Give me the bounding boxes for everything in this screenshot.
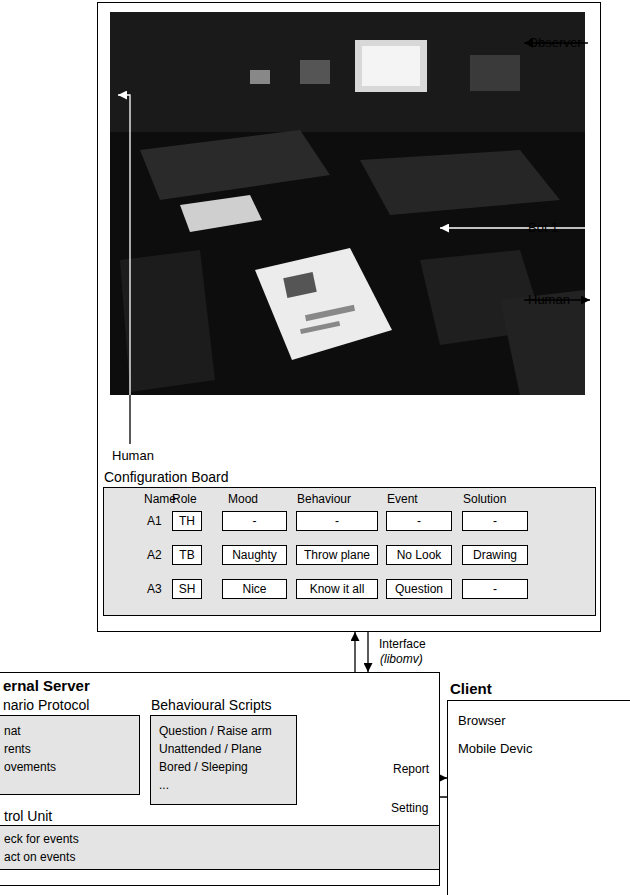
table-header: Mood xyxy=(228,492,258,506)
callout-lines xyxy=(118,43,590,444)
table-header: A3 xyxy=(147,582,162,596)
table-header: Solution xyxy=(463,492,506,506)
connector-arrow xyxy=(354,632,355,672)
callout-label: Bot 1 xyxy=(528,220,558,236)
node-text: rents xyxy=(4,742,31,756)
edge-label: Setting xyxy=(390,801,429,815)
node-heading: nario Protocol xyxy=(3,697,89,714)
table-cell: Drawing xyxy=(462,545,528,565)
client-box: ClientBrowserMobile Devic xyxy=(447,700,630,895)
node-text: Browser xyxy=(458,713,506,729)
edge-label: Interface xyxy=(378,637,427,651)
table-cell: Throw plane xyxy=(296,545,378,565)
node-heading: Behavioural Scripts xyxy=(151,697,272,714)
table-cell: - xyxy=(462,579,528,599)
table-header: A1 xyxy=(147,514,162,528)
scene-frame: Configuration Board xyxy=(97,2,601,632)
connector-arrow xyxy=(367,632,368,672)
node-text: ... xyxy=(159,778,169,792)
node-text: eck for events xyxy=(4,832,79,846)
callout-label: Observer xyxy=(528,35,581,51)
callout-label: Human xyxy=(528,292,570,308)
table-cell: TH xyxy=(172,511,202,531)
table-cell: - xyxy=(296,511,378,531)
node-text: Bored / Sleeping xyxy=(159,760,248,774)
edge-label: Report xyxy=(392,762,430,776)
table-cell: SH xyxy=(172,579,202,599)
table-cell: - xyxy=(462,511,528,531)
table-header: A2 xyxy=(147,548,162,562)
table-cell: No Look xyxy=(386,545,452,565)
table-header: Behaviour xyxy=(297,492,351,506)
table-cell: - xyxy=(386,511,452,531)
table-cell: Know it all xyxy=(296,579,378,599)
node-heading: Configuration Board xyxy=(104,469,229,486)
node-text: ovements xyxy=(4,760,56,774)
node-text: nat xyxy=(4,724,21,738)
table-cell: - xyxy=(222,511,287,531)
node-text: act on events xyxy=(4,850,75,864)
table-cell: TB xyxy=(172,545,202,565)
node-text: Question / Raise arm xyxy=(159,724,272,738)
node-heading: Client xyxy=(450,680,492,698)
module-box: trol Uniteck for eventsact on events xyxy=(0,825,440,870)
module-box: nario Protocolnatrentsovements xyxy=(0,715,140,795)
interface-note: (libomv) xyxy=(380,652,423,666)
node-text: Mobile Devic xyxy=(458,741,532,757)
module-box: Behavioural ScriptsQuestion / Raise armU… xyxy=(150,715,297,805)
callout-label: Human xyxy=(112,448,154,464)
node-heading: trol Unit xyxy=(4,808,52,825)
table-header: Name xyxy=(144,492,176,506)
server-box: ernal Server nario Protocol nat rents ovemen… xyxy=(0,672,440,886)
node-text: ernal Server xyxy=(3,677,90,695)
node-text: Unattended / Plane xyxy=(159,742,262,756)
table-header: Event xyxy=(387,492,418,506)
photo xyxy=(110,12,585,395)
table-header: Role xyxy=(172,492,197,506)
table-cell: Question xyxy=(386,579,452,599)
table-cell: Nice xyxy=(222,579,287,599)
table-cell: Naughty xyxy=(222,545,287,565)
